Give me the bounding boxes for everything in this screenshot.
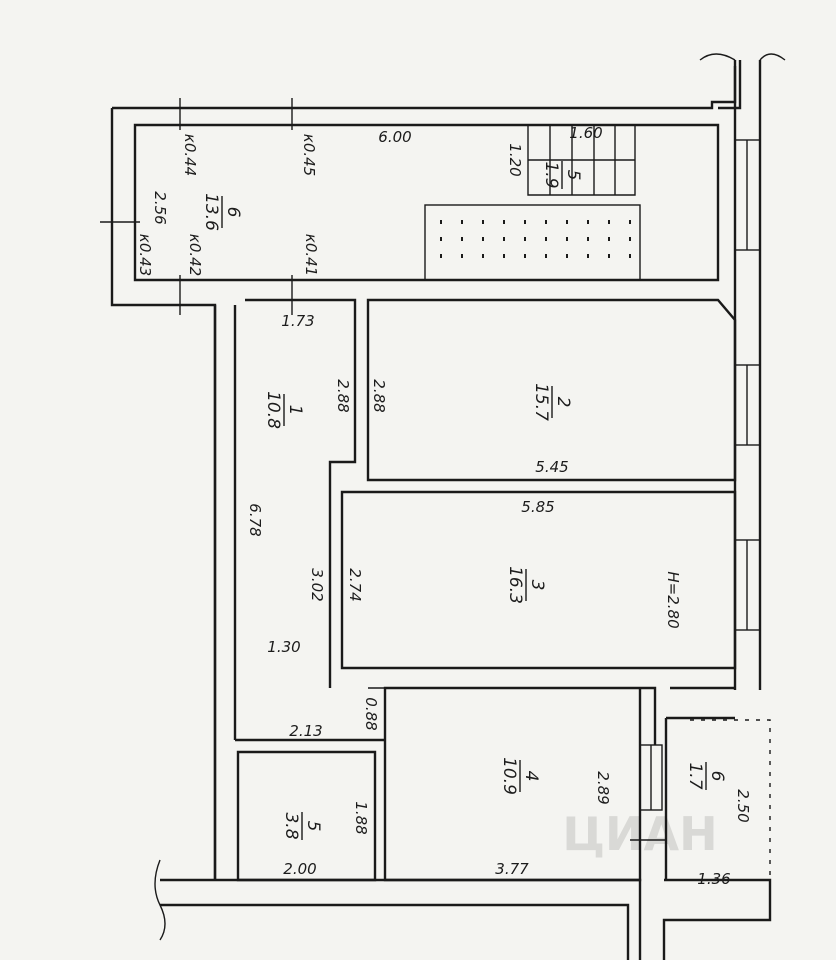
windows [639,139,761,811]
dot-grid [440,220,631,258]
svg-text:3: 3 [527,580,547,591]
room-label-4: 4 10.9 [499,757,541,795]
room-label-3: 3 16.3 [505,566,547,604]
svg-text:10.8: 10.8 [263,391,283,429]
room-label-2: 2 15.7 [531,383,573,421]
svg-text:10.9: 10.9 [499,757,519,795]
svg-text:1.7: 1.7 [685,762,705,789]
svg-text:6: 6 [707,771,727,782]
loggia-walls [664,716,771,880]
svg-text:5: 5 [303,821,323,832]
opening-k041: к0.41 [302,234,320,276]
svg-text:16.3: 16.3 [505,566,525,604]
dim-hall-side-left: 2.88 [334,379,352,412]
opening-k043: к0.43 [136,234,154,276]
tick-marks [100,98,665,841]
opening-k045: к0.45 [300,134,318,176]
dim-room3-side-right: 2.74 [346,568,364,601]
dim-stair-a: 1.60 [569,124,602,142]
dim-room4-side: 2.89 [594,771,612,804]
svg-text:13.6: 13.6 [201,193,221,231]
room-label-6b: 6 1.7 [685,762,727,790]
room-3-walls [340,490,737,670]
room-label-6a: 6 13.6 [201,193,243,231]
dim-bath-side: 1.88 [352,801,370,834]
dim-corridor-gap: 0.88 [362,697,380,730]
dim-stair-b: 1.20 [506,143,524,176]
dim-bath-top: 2.13 [289,722,322,740]
dim-hall-side-right: 2.88 [370,379,388,412]
svg-text:3.8: 3.8 [281,812,301,839]
dim-bath-bottom: 2.00 [283,860,316,878]
dim-loggia-side: 2.50 [734,789,752,822]
room-label-5: 5 3.8 [281,812,323,840]
svg-text:1: 1 [285,405,305,416]
room-label-1: 1 10.8 [263,391,305,429]
staircase [424,125,641,281]
svg-text:15.7: 15.7 [531,383,551,421]
svg-text:6: 6 [223,207,243,218]
opening-k044: к0.44 [181,134,199,176]
room-label-stair: 5 1.9 [541,161,583,189]
dim-room3-side-left: 3.02 [308,568,326,601]
room-4-walls [383,686,735,882]
dim-hall-width: 1.30 [267,638,300,656]
dim-balcony-width: 2.56 [151,191,169,224]
dim-room4-bottom: 3.77 [495,860,529,878]
dim-room3-length: 5.85 [521,498,554,516]
opening-k042: к0.42 [186,234,204,276]
svg-text:2: 2 [553,397,573,408]
dim-balcony-length: 6.00 [378,128,411,146]
exterior-walls [110,53,786,960]
dim-room3-height: H=2.80 [664,571,682,628]
room-2-walls [366,298,737,482]
dim-room2-length: 5.45 [535,458,568,476]
dim-hall-top: 1.73 [281,312,314,330]
svg-text:1.9: 1.9 [541,161,561,188]
dim-hall-length: 6.78 [246,503,264,536]
room-1-walls [235,298,385,742]
room-5-walls [236,750,377,882]
svg-text:4: 4 [521,771,541,782]
dim-loggia-bottom: 1.36 [697,870,730,888]
svg-text:5: 5 [563,170,583,181]
